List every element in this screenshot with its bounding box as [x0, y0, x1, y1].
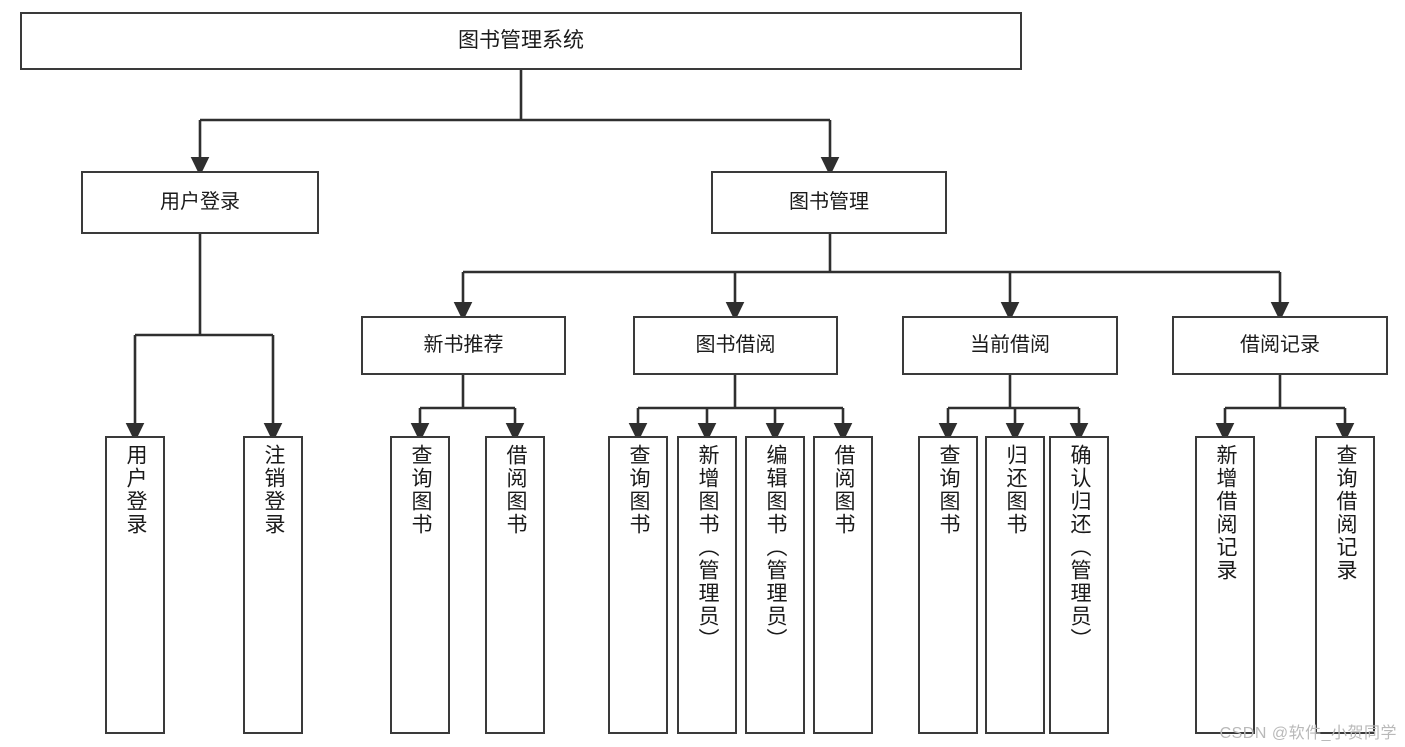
node-label: 查询借阅记录: [1334, 444, 1358, 582]
leaf-borrow-book-recommend[interactable]: 借阅图书: [485, 436, 545, 734]
node-label: 图书借阅: [695, 333, 776, 356]
leaf-query-book-borrow[interactable]: 查询图书: [608, 436, 668, 734]
node-label: 借阅图书: [832, 444, 856, 536]
node-label: 注销登录: [262, 444, 286, 536]
node-current-borrow[interactable]: 当前借阅: [902, 316, 1118, 375]
leaf-add-book-admin[interactable]: 新增图书（管理员）: [677, 436, 737, 734]
leaf-return-book[interactable]: 归还图书: [985, 436, 1045, 734]
node-label: 确认归还（管理员）: [1068, 444, 1092, 651]
node-label: 查询图书: [937, 444, 961, 536]
leaf-query-book-recommend[interactable]: 查询图书: [390, 436, 450, 734]
node-label: 新增借阅记录: [1214, 444, 1238, 582]
leaf-query-book-current[interactable]: 查询图书: [918, 436, 978, 734]
leaf-logout[interactable]: 注销登录: [243, 436, 303, 734]
leaf-query-borrow-record[interactable]: 查询借阅记录: [1315, 436, 1375, 734]
node-label: 当前借阅: [970, 333, 1050, 356]
node-label: 图书管理: [789, 190, 869, 213]
node-book-management[interactable]: 图书管理: [711, 171, 947, 234]
node-borrow-record[interactable]: 借阅记录: [1172, 316, 1388, 375]
node-label: 借阅图书: [504, 444, 528, 536]
leaf-add-borrow-record[interactable]: 新增借阅记录: [1195, 436, 1255, 734]
node-label: 用户登录: [160, 190, 240, 213]
node-label: 新书推荐: [423, 333, 504, 356]
node-label: 新增图书（管理员）: [696, 444, 720, 651]
node-label: 归还图书: [1004, 444, 1028, 536]
node-label: 借阅记录: [1240, 333, 1320, 356]
node-label: 编辑图书（管理员）: [764, 444, 788, 651]
node-book-borrow[interactable]: 图书借阅: [633, 316, 838, 375]
node-label: 用户登录: [124, 444, 148, 536]
node-label: 查询图书: [409, 444, 433, 536]
leaf-user-login[interactable]: 用户登录: [105, 436, 165, 734]
leaf-borrow-book[interactable]: 借阅图书: [813, 436, 873, 734]
node-root-book-management-system[interactable]: 图书管理系统: [20, 12, 1022, 70]
node-label: 图书管理系统: [458, 28, 584, 52]
node-user-login[interactable]: 用户登录: [81, 171, 319, 234]
leaf-confirm-return-admin[interactable]: 确认归还（管理员）: [1049, 436, 1109, 734]
node-label: 查询图书: [627, 444, 651, 536]
leaf-edit-book-admin[interactable]: 编辑图书（管理员）: [745, 436, 805, 734]
node-new-book-recommend[interactable]: 新书推荐: [361, 316, 566, 375]
